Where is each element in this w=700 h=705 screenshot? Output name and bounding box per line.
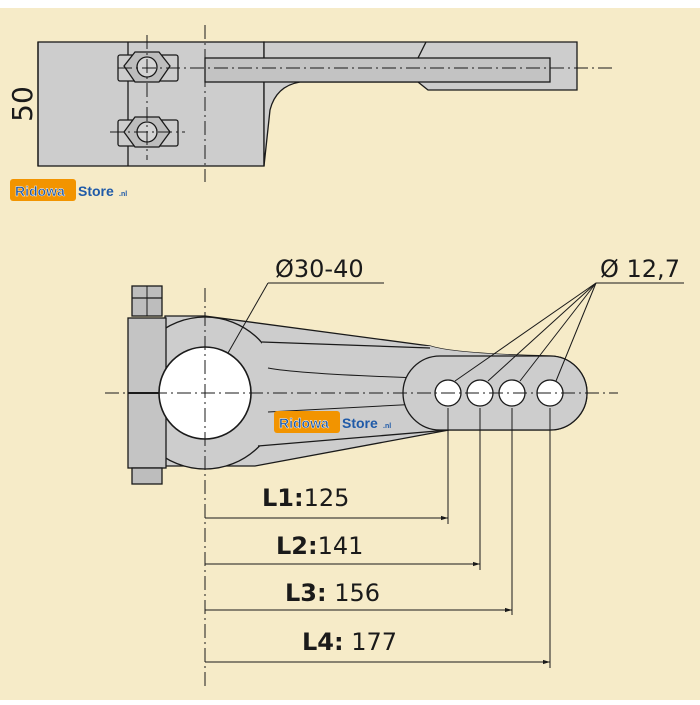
logo-top-part2: Store [78, 183, 114, 199]
logo-top-suffix: .nl [119, 191, 127, 198]
bore-diameter-label: Ø30-40 [275, 255, 364, 283]
l2-label: L2: [276, 532, 318, 560]
logo-arm-part2: Store [342, 415, 378, 431]
extension-lines [447, 408, 551, 668]
svg-text:L2:141: L2:141 [276, 532, 363, 560]
top-view-center-lines [110, 25, 615, 182]
height-dimension: 50 [6, 42, 39, 166]
logo-top-part1: Ridowa [15, 183, 65, 199]
bolt-head-bottom [131, 467, 163, 485]
l4-value: 177 [344, 628, 397, 656]
logo-arm-part1: Ridowa [279, 415, 329, 431]
logo-arm-suffix: .nl [383, 423, 391, 430]
l3-value: 156 [327, 579, 380, 607]
dimension-labels: L1:125 L2:141 L3: 156 L4: 177 [262, 484, 397, 656]
hole-callout [454, 282, 684, 382]
front-view-center-lines [105, 288, 618, 688]
slot-outline [204, 57, 551, 83]
l3-label: L3: [285, 579, 327, 607]
svg-text:L4: 177: L4: 177 [302, 628, 397, 656]
l1-label: L1: [262, 484, 304, 512]
front-view [127, 285, 588, 485]
hole-diameter-label: Ø 12,7 [600, 255, 680, 283]
svg-text:L3: 156: L3: 156 [285, 579, 380, 607]
bolt-head-top [131, 285, 163, 317]
l1-value: 125 [304, 484, 350, 512]
top-view [37, 41, 578, 167]
bolt-top [117, 51, 179, 83]
dimension-lines [205, 515, 550, 665]
logo-arm: Ridowa Store .nl [274, 411, 391, 433]
bore-callout [227, 282, 384, 354]
l4-label: L4: [302, 628, 344, 656]
l2-value: 141 [318, 532, 364, 560]
height-dimension-label: 50 [6, 86, 39, 122]
svg-text:L1:125: L1:125 [262, 484, 349, 512]
logo-top: Ridowa Store .nl [10, 179, 127, 201]
